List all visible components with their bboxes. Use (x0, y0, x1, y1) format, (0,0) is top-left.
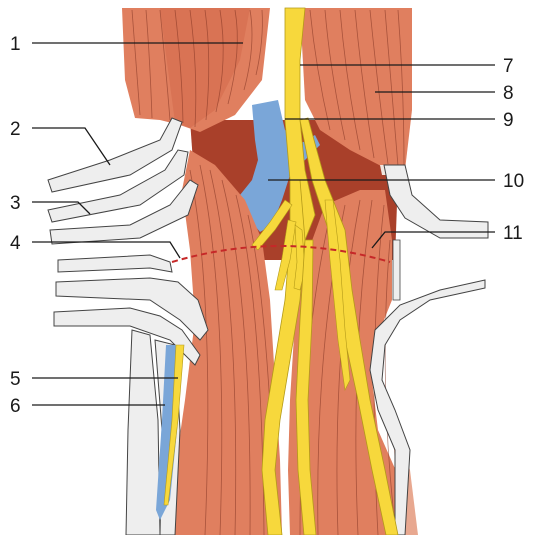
label-7: 7 (503, 56, 514, 77)
label-5: 5 (10, 369, 21, 390)
label-10: 10 (503, 171, 524, 192)
label-4: 4 (10, 233, 21, 254)
lateral-right-edge (393, 240, 400, 300)
label-2: 2 (10, 119, 21, 140)
label-6: 6 (10, 396, 21, 417)
leader-4 (32, 242, 180, 258)
lateral-tendon-right (384, 165, 488, 238)
label-1: 1 (10, 34, 21, 55)
leader-2 (32, 128, 110, 165)
medial-strap (126, 330, 160, 535)
label-8: 8 (503, 83, 514, 104)
label-3: 3 (10, 193, 21, 214)
tendon-band-1 (58, 255, 172, 272)
label-11: 11 (503, 223, 523, 244)
label-9: 9 (503, 110, 514, 131)
